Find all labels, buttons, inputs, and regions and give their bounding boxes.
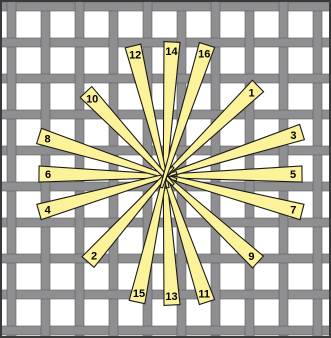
weave-crossing <box>211 74 220 84</box>
weave-crossing <box>7 218 16 228</box>
weave-crossing <box>245 38 254 48</box>
weave-crossing <box>245 182 254 192</box>
weave-crossing <box>279 146 288 156</box>
spoke-13-label: 13 <box>165 291 177 303</box>
weave-crossing <box>109 254 118 264</box>
weave-crossing <box>7 290 16 300</box>
weave-crossing <box>41 38 50 48</box>
spoke-10-label: 10 <box>86 94 98 106</box>
weave-crossing <box>177 254 186 264</box>
weave-crossing <box>211 2 220 12</box>
weave-crossing <box>245 326 254 336</box>
spoke-1-label: 1 <box>248 87 254 99</box>
spoke-14-label: 14 <box>165 46 178 58</box>
weave-crossing <box>313 326 322 336</box>
weave-crossing <box>75 74 84 84</box>
weave-crossing <box>75 2 84 12</box>
weave-crossing <box>41 182 50 192</box>
spoke-8-label: 8 <box>45 134 51 146</box>
spoke-12-label: 12 <box>129 50 141 62</box>
weave-crossing <box>313 38 322 48</box>
vertical-strand-4 <box>109 0 118 338</box>
weave-crossing <box>177 326 186 336</box>
weave-crossing <box>41 110 50 120</box>
weave-crossing <box>109 326 118 336</box>
weave-crossing <box>279 218 288 228</box>
weave-crossing <box>75 218 84 228</box>
weave-crossing <box>41 326 50 336</box>
spoke-15-label: 15 <box>133 288 145 300</box>
weave-crossing <box>313 254 322 264</box>
weave-crossing <box>279 2 288 12</box>
vertical-strand-10 <box>313 0 322 338</box>
spoke-7-label: 7 <box>290 205 296 217</box>
spoke-6-label: 6 <box>45 169 51 181</box>
weave-crossing <box>41 254 50 264</box>
spoke-4-label: 4 <box>45 205 52 217</box>
weave-crossing <box>313 110 322 120</box>
spoke-11-label: 11 <box>198 289 210 301</box>
weave-crossing <box>279 74 288 84</box>
weave-crossing <box>75 290 84 300</box>
spoke-5-label: 5 <box>290 169 296 181</box>
weave-crossing <box>7 2 16 12</box>
weave-crossing <box>109 38 118 48</box>
weave-crossing <box>7 74 16 84</box>
weave-crossing <box>313 182 322 192</box>
weave-crossing <box>143 2 152 12</box>
spoke-16-label: 16 <box>198 49 210 61</box>
vertical-strand-1 <box>7 0 16 338</box>
weave-crossing <box>245 110 254 120</box>
spoke-2-label: 2 <box>91 250 97 262</box>
weave-crossing <box>7 146 16 156</box>
spoke-9-label: 9 <box>248 251 254 263</box>
weave-crossing <box>279 290 288 300</box>
spoke-3-label: 3 <box>290 130 296 142</box>
